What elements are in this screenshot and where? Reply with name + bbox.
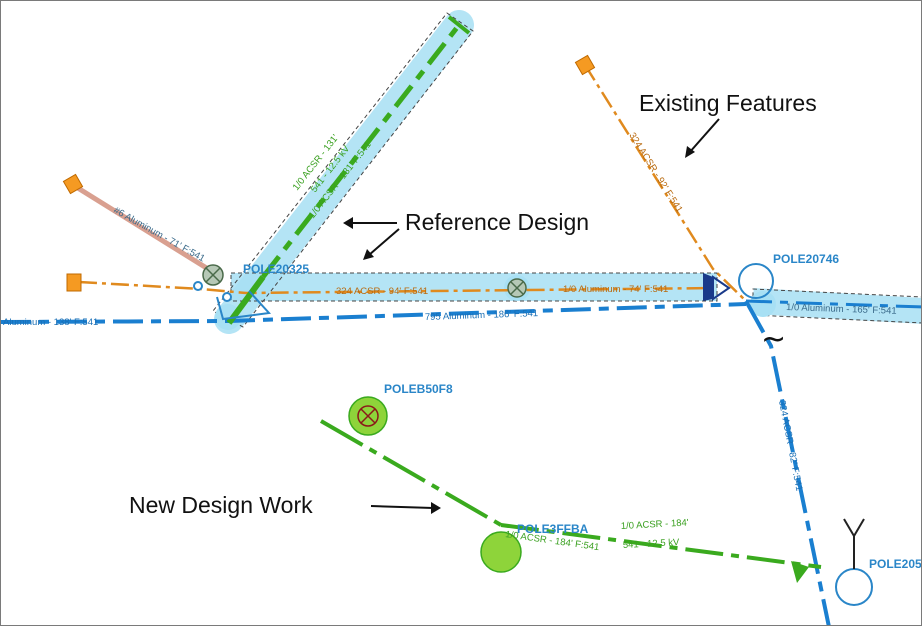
highlight-right-outline — [752, 288, 921, 324]
label-orange-span: 324 ACSR - 94' F:541 — [336, 286, 428, 297]
pole-205-icon — [835, 568, 873, 606]
tilde-symbol: ~ — [761, 322, 786, 357]
pole-205-group[interactable]: POLE205 — [835, 518, 922, 606]
new-green-line-b[interactable] — [500, 523, 822, 569]
blue-right-line[interactable] — [745, 299, 922, 309]
orange-upper-line[interactable] — [583, 64, 747, 302]
transformer-icon-1[interactable] — [62, 173, 84, 195]
reference-highlight — [212, 10, 921, 334]
orange-span-line[interactable] — [78, 280, 718, 295]
new-line-arrow-icon — [791, 561, 809, 583]
label-new-line-b: 541 - 12.5 kV — [623, 537, 681, 551]
pole-b50f8-label: POLEB50F8 — [384, 382, 453, 396]
aluminum6-line[interactable] — [71, 182, 223, 280]
arrowhead-existing-features — [685, 146, 695, 158]
callouts: Existing Features Reference Design New D… — [129, 90, 817, 518]
x-stroke-b — [205, 267, 221, 283]
transformer-icon-3[interactable] — [574, 54, 596, 76]
antenna-arm-right — [853, 518, 865, 537]
pole-205-label: POLE205 — [869, 557, 922, 571]
pole-3ffba-group[interactable]: POLE3FFBA — [480, 522, 589, 573]
green-diag-solid[interactable] — [226, 275, 266, 325]
label-main-blue-mid: 795 Aluminum - 186' F:541 — [425, 308, 539, 323]
arrowhead-reference-b — [363, 249, 374, 260]
new-green-line-a[interactable] — [319, 419, 503, 527]
pole-b50f8-group[interactable]: POLEB50F8 — [348, 382, 453, 436]
mid-x-marker[interactable] — [507, 278, 527, 298]
highlight-horizontal-outline — [230, 272, 718, 302]
arrowhead-new-design — [431, 502, 441, 514]
pole-3ffba-label: POLE3FFBA — [517, 522, 589, 536]
annotation-existing-features: Existing Features — [639, 90, 817, 116]
existing-orange-lines — [62, 54, 747, 302]
arrow-reference-b — [368, 228, 400, 256]
mid-x-stroke-b — [510, 281, 524, 295]
highlight-diagonal-outline — [212, 12, 474, 328]
pole-20746-label: POLE20746 — [773, 252, 839, 266]
open-point-icon — [703, 273, 713, 301]
pole-20325-cluster[interactable]: POLE20325 — [193, 262, 309, 321]
node-icon-a — [193, 281, 203, 291]
reference-green-line — [226, 15, 471, 325]
pole-20746-group[interactable]: POLE20746 ~ — [703, 252, 839, 357]
antenna-arm-left — [843, 518, 855, 537]
main-blue-line[interactable] — [1, 302, 747, 324]
new-design-line — [319, 419, 822, 583]
label-aluminum6: #6 Aluminum - 71' F:541 — [112, 205, 207, 264]
pole-3ffba-icon — [480, 531, 522, 573]
label-blue-vertical: 324 ACSR - 82' F:541 — [776, 399, 804, 492]
open-point-arrow-icon — [712, 275, 731, 301]
arrow-new-design — [370, 505, 434, 509]
transformer-icon-2[interactable] — [66, 273, 82, 292]
label-main-blue-left: Aluminum - 138' F:541 — [3, 317, 98, 328]
label-new-line-a: 1/0 ACSR - 184' — [621, 517, 689, 532]
node-icon-b — [222, 292, 232, 302]
arrow-existing-features — [688, 118, 720, 154]
green-diag-endcap — [447, 15, 471, 35]
annotation-new-design-work: New Design Work — [129, 492, 313, 518]
annotation-reference-design: Reference Design — [405, 209, 589, 235]
pole-b50f8-inner-ring — [357, 405, 379, 427]
blue-vertical-line[interactable] — [744, 300, 831, 626]
arrowhead-reference-a — [343, 217, 353, 229]
label-orange-upper: 324 ACSR - 92' F:541 — [626, 131, 684, 215]
pole-b50f8-x-b — [360, 408, 376, 424]
pole-20746-icon — [738, 263, 774, 299]
label-blue-right: 1/0 Aluminum - 165' F:541 — [786, 302, 897, 317]
label-orange-span2: 1/0 Aluminum - 74' F:541 — [563, 284, 668, 295]
switch-frame-icon — [216, 290, 272, 321]
pole-20325-label: POLE20325 — [243, 262, 309, 276]
